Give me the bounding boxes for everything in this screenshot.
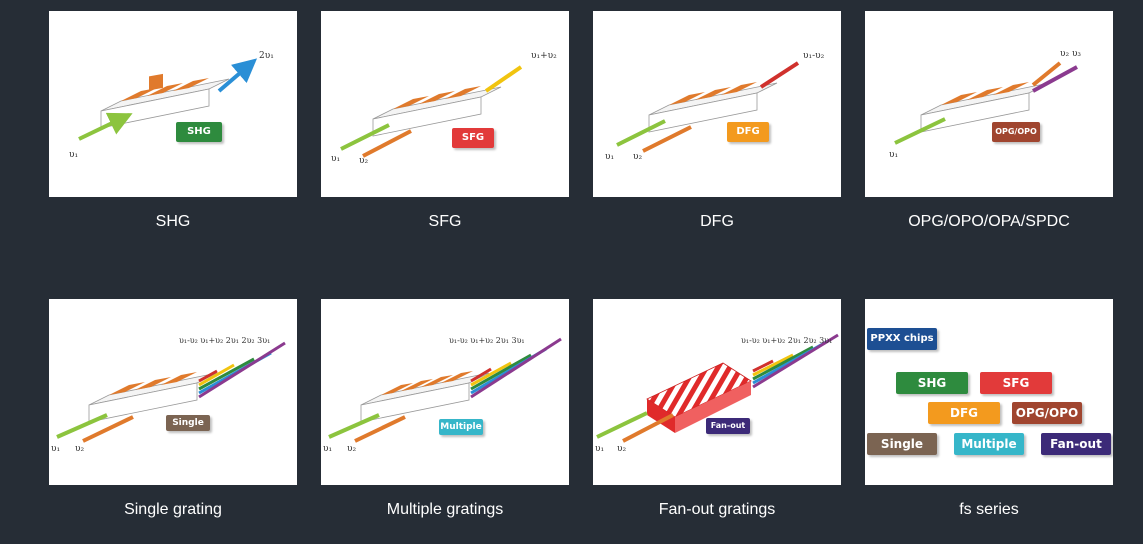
- multiple-badge: Multiple: [439, 419, 483, 435]
- input-label-1: υ₁: [323, 444, 332, 454]
- single-diagram-image[interactable]: υ₁-υ₂ υ₁+υ₂ 2υ₁ 2υ₂ 3υ₁ υ₁ υ₂ Single: [49, 299, 297, 485]
- card-multiple[interactable]: υ₁-υ₂ υ₁+υ₂ 2υ₁ 3υ₁ υ₁ υ₂ Multiple Multi…: [321, 299, 569, 518]
- dfg-diagram: υ₁-υ₂ υ₁ υ₂: [605, 51, 825, 162]
- dfg-diagram-image[interactable]: υ₁-υ₂ υ₁ υ₂ DFG: [593, 11, 841, 197]
- card-caption: Multiple gratings: [386, 501, 504, 518]
- input-label-1: υ₁: [331, 154, 340, 164]
- card-caption: OPG/OPO/OPA/SPDC: [908, 213, 1070, 230]
- card-single[interactable]: υ₁-υ₂ υ₁+υ₂ 2υ₁ 2υ₂ 3υ₁ υ₁ υ₂ Single Sin…: [49, 299, 297, 518]
- card-dfg[interactable]: υ₁-υ₂ υ₁ υ₂ DFG DFG: [593, 11, 841, 230]
- output-label: υ₁+υ₂: [531, 51, 557, 61]
- output-label: υ₁-υ₂ υ₁+υ₂ 2υ₁ 2υ₂ 3υ₁: [179, 336, 270, 345]
- fanout-diagram: υ₁-υ₂ υ₁+υ₂ 2υ₁ 2υ₂ 3υ₁ υ₁ υ₂: [595, 333, 839, 454]
- card-fs-series[interactable]: PPXX chips SHG SFG DFG OPG/OPO Single Mu…: [865, 299, 1113, 518]
- single-diagram: υ₁-υ₂ υ₁+υ₂ 2υ₁ 2υ₂ 3υ₁ υ₁ υ₂: [51, 336, 286, 454]
- fs-sfg-badge: SFG: [980, 372, 1052, 394]
- output-label: 2υ₁: [259, 51, 274, 61]
- input-label-2: υ₂: [617, 444, 626, 454]
- dfg-badge: DFG: [727, 122, 769, 142]
- fs-shg-badge: SHG: [896, 372, 968, 394]
- multiple-diagram: υ₁-υ₂ υ₁+υ₂ 2υ₁ 3υ₁ υ₁ υ₂: [323, 336, 562, 454]
- fs-series-image[interactable]: PPXX chips SHG SFG DFG OPG/OPO Single Mu…: [865, 299, 1113, 485]
- fanout-diagram-image[interactable]: υ₁-υ₂ υ₁+υ₂ 2υ₁ 2υ₂ 3υ₁ υ₁ υ₂ Fan-out: [593, 299, 841, 485]
- multiple-diagram-image[interactable]: υ₁-υ₂ υ₁+υ₂ 2υ₁ 3υ₁ υ₁ υ₂ Multiple: [321, 299, 569, 485]
- card-caption: fs series: [959, 501, 1019, 518]
- output-label: υ₂ υ₃: [1060, 49, 1081, 59]
- opg-badge: OPG/OPO: [992, 122, 1040, 142]
- fanout-badge: Fan-out: [706, 418, 750, 434]
- input-label: υ₁: [69, 150, 78, 160]
- card-caption: Single grating: [124, 501, 222, 518]
- card-fanout[interactable]: υ₁-υ₂ υ₁+υ₂ 2υ₁ 2υ₂ 3υ₁ υ₁ υ₂ Fan-out Fa…: [593, 299, 841, 518]
- opg-diagram-image[interactable]: υ₂ υ₃ υ₁ OPG/OPO: [865, 11, 1113, 197]
- card-caption: SFG: [428, 213, 462, 230]
- card-caption: DFG: [700, 213, 734, 230]
- output-label: υ₁-υ₂ υ₁+υ₂ 2υ₁ 2υ₂ 3υ₁: [741, 336, 832, 345]
- input-label: υ₁: [889, 150, 898, 160]
- input-label-2: υ₂: [75, 444, 84, 454]
- fs-opg-badge: OPG/OPO: [1012, 402, 1082, 424]
- shg-diagram-image[interactable]: 2υ₁ υ₁ SHG: [49, 11, 297, 197]
- card-caption: Fan-out gratings: [658, 501, 776, 518]
- input-label-1: υ₁: [605, 152, 614, 162]
- input-label-1: υ₁: [595, 444, 604, 454]
- shg-diagram: 2υ₁ υ₁: [69, 51, 274, 160]
- single-badge: Single: [166, 415, 210, 431]
- input-label-1: υ₁: [51, 444, 60, 454]
- fs-multiple-badge: Multiple: [954, 433, 1024, 455]
- card-sfg[interactable]: υ₁+υ₂ υ₁ υ₂ SFG SFG: [321, 11, 569, 230]
- input-label-2: υ₂: [359, 156, 368, 166]
- shg-badge: SHG: [176, 122, 222, 142]
- sfg-diagram-image[interactable]: υ₁+υ₂ υ₁ υ₂ SFG: [321, 11, 569, 197]
- card-opg[interactable]: υ₂ υ₃ υ₁ OPG/OPO OPG/OPO/OPA/SPDC: [865, 11, 1113, 230]
- sfg-diagram: υ₁+υ₂ υ₁ υ₂: [331, 51, 557, 166]
- ppxx-chips-badge: PPXX chips: [867, 328, 937, 350]
- sfg-badge: SFG: [452, 128, 494, 148]
- input-label-2: υ₂: [347, 444, 356, 454]
- card-caption: SHG: [155, 213, 191, 230]
- input-label-2: υ₂: [633, 152, 642, 162]
- fs-single-badge: Single: [867, 433, 937, 455]
- output-label: υ₁-υ₂: [803, 51, 825, 61]
- card-shg[interactable]: 2υ₁ υ₁ SHG SHG: [49, 11, 297, 230]
- opg-diagram: υ₂ υ₃ υ₁: [889, 49, 1081, 160]
- fs-fanout-badge: Fan-out: [1041, 433, 1111, 455]
- output-label: υ₁-υ₂ υ₁+υ₂ 2υ₁ 3υ₁: [449, 336, 525, 345]
- fs-dfg-badge: DFG: [928, 402, 1000, 424]
